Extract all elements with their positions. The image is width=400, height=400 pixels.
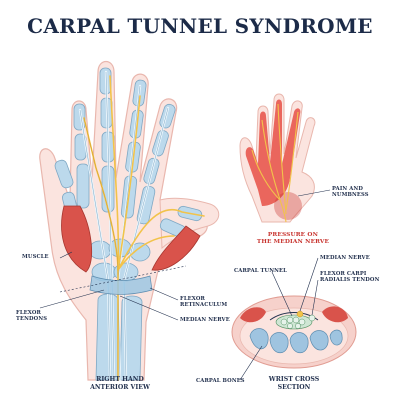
label-carpal-tunnel: CARPAL TUNNEL <box>234 268 287 274</box>
pain-glow <box>274 192 302 220</box>
median-nerve-edge <box>83 117 119 380</box>
label-flexor-retinaculum-line1: FLEXOR <box>180 296 205 302</box>
pain-nerve <box>285 111 299 211</box>
flexor-retinaculum-band <box>89 275 153 295</box>
caption-wrist-section: WRIST CROSS SECTION <box>256 376 332 391</box>
hand-anterior-view <box>39 60 220 382</box>
pain-nerve <box>277 103 287 215</box>
label-flexor-tendons-line2: TENDONS <box>16 316 48 323</box>
flexor-tendons-leader <box>39 289 105 309</box>
pain-nerve <box>251 149 281 201</box>
cross-fcr-tendon <box>308 314 316 322</box>
cross-tendon <box>298 318 306 326</box>
label-flexor-tendons: FLEXOR TENDONS <box>16 310 47 323</box>
wrist-cross-section <box>231 295 357 369</box>
ulna-bone <box>119 295 143 381</box>
cross-tendon <box>295 323 301 329</box>
caption-wrist-line1: WRIST CROSS <box>268 376 320 383</box>
label-flexor-retinaculum: FLEXOR RETINACULUM <box>180 296 227 309</box>
median-nerve-branch <box>117 209 205 271</box>
cross-carpal-bone <box>289 332 309 354</box>
carpal-bones-leader <box>239 345 263 381</box>
hypothenar-muscle <box>151 225 201 271</box>
carpal-bone <box>88 240 112 260</box>
hand-pain-view <box>239 93 331 223</box>
wrist-dashed-line <box>59 265 187 293</box>
cross-carpal-bone <box>309 330 329 351</box>
label-median-nerve-cross: MEDIAN NERVE <box>320 255 370 261</box>
label-fcr-line1: FLEXOR CARPI <box>320 271 367 277</box>
finger-bone <box>76 163 90 209</box>
label-pain-numbness: PAIN AND NUMBNESS <box>332 186 369 199</box>
label-muscle: MUSCLE <box>22 254 49 260</box>
cross-tendon <box>286 316 294 324</box>
cross-median-nerve <box>296 310 304 318</box>
median-nerve-hand-leader <box>119 295 179 321</box>
label-pressure: PRESSURE ON THE MEDIAN NERVE <box>238 232 348 246</box>
median-nerve-cross-leader <box>299 257 319 312</box>
median-nerve-branch <box>117 235 175 271</box>
caption-right-hand-line2: ANTERIOR VIEW <box>90 383 150 391</box>
finger-bone <box>54 159 74 189</box>
pain-nerve <box>261 119 287 223</box>
label-pressure-line1: PRESSURE ON <box>267 232 319 238</box>
fcr-leader <box>311 279 319 316</box>
median-nerve-branch <box>117 95 141 271</box>
caption-right-hand-line1: RIGHT HAND <box>96 376 144 383</box>
cross-muscle-right <box>322 306 348 323</box>
label-fcr-tendon: FLEXOR CARPI RADIALIS TENDON <box>320 271 379 284</box>
cross-carpal-bone <box>329 329 343 346</box>
cross-tendon <box>292 316 300 324</box>
leader-lines <box>39 251 319 381</box>
thenar-muscle <box>61 205 92 273</box>
muscle-leader <box>59 251 73 259</box>
label-pain-line2: NUMBNESS <box>332 192 369 199</box>
cross-tendon <box>280 318 288 326</box>
cross-carpal-bone <box>269 332 289 354</box>
cross-muscle-left <box>240 307 266 323</box>
caption-wrist-line2: SECTION <box>277 383 311 391</box>
median-nerve-branch <box>109 75 120 271</box>
carpal-tunnel-leader <box>271 271 293 317</box>
caption-right-hand: RIGHT HAND ANTERIOR VIEW <box>82 376 158 391</box>
label-median-nerve-hand: MEDIAN NERVE <box>180 317 230 323</box>
cross-carpal-bone <box>249 328 269 350</box>
retinaculum-leader <box>149 287 179 301</box>
label-flexor-retinaculum-line2: RETINACULUM <box>180 302 228 309</box>
page-title: CARPAL TUNNEL SYNDROME <box>27 14 373 38</box>
label-fcr-line2: RADIALIS TENDON <box>320 277 380 284</box>
cross-tendon <box>287 323 293 329</box>
pain-area <box>245 99 301 206</box>
flexor-tendon-edge <box>123 107 169 381</box>
label-pressure-line2: THE MEDIAN NERVE <box>256 239 330 245</box>
label-pain-line1: PAIN AND <box>332 186 363 192</box>
label-flexor-tendons-line1: FLEXOR <box>16 310 41 316</box>
label-carpal-bones: CARPAL BONES <box>196 378 245 384</box>
pain-leader-line <box>297 189 331 197</box>
